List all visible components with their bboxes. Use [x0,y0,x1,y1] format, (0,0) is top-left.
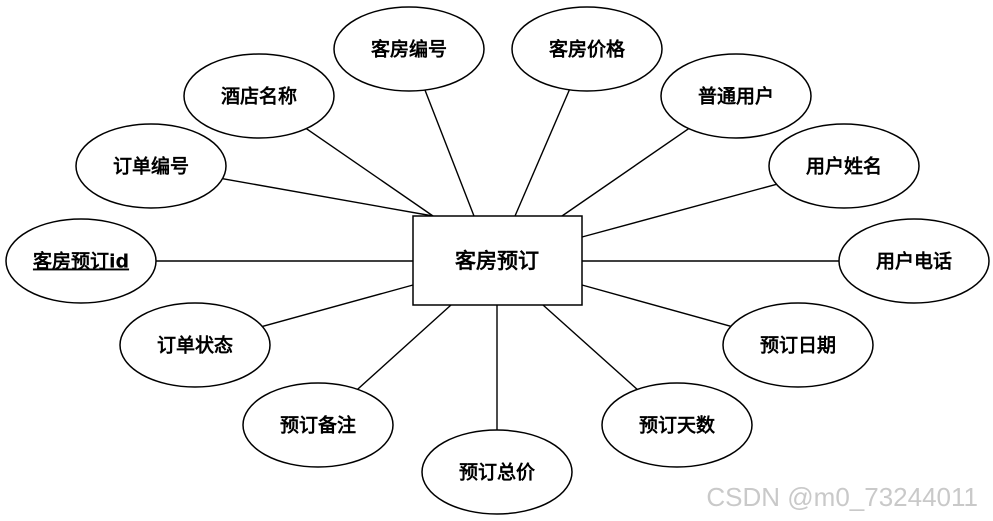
attribute-ellipse [421,429,573,515]
attribute-label: 预订天数 [639,414,716,437]
attribute-ellipse [119,302,271,388]
attribute-label: 客房预订id [33,250,129,273]
attribute-ellipse [660,53,812,139]
attribute-room_no: 客房编号 [333,6,485,92]
attribute-user_name: 用户姓名 [768,123,920,209]
attribute-ellipse [768,123,920,209]
attribute-ellipse [601,382,753,468]
attribute-ellipse [75,123,227,209]
attribute-normal_user: 普通用户 [660,53,812,139]
attribute-label: 用户姓名 [806,155,882,178]
attribute-order_status: 订单状态 [119,302,271,388]
attribute-ellipse [5,218,157,304]
attribute-ellipse [242,382,394,468]
attribute-remark: 预订备注 [242,382,394,468]
attribute-label: 订单状态 [157,334,233,357]
attribute-label: 预订总价 [459,461,536,484]
attribute-room_price: 客房价格 [511,6,663,92]
entity-box [412,215,583,306]
watermark: CSDN @m0_73244011 [706,482,978,512]
attribute-hotel_name: 酒店名称 [183,53,335,139]
attribute-label: 预订备注 [280,414,356,437]
attribute-ellipse [333,6,485,92]
attribute-label: 订单编号 [113,155,189,178]
attribute-user_phone: 用户电话 [838,218,990,304]
attribute-label: 用户电话 [876,250,952,273]
attribute-label: 酒店名称 [221,85,297,108]
attribute-ellipse [722,302,874,388]
attribute-label: 预订日期 [760,335,836,357]
attribute-booking_id: 客房预订id [5,218,157,304]
attribute-booking_date: 预订日期 [722,302,874,388]
attribute-booking_days: 预订天数 [601,382,753,468]
attribute-label: 普通用户 [698,85,774,108]
attribute-ellipse [183,53,335,139]
attribute-ellipse [511,6,663,92]
attribute-order_no: 订单编号 [75,123,227,209]
entity-booking: 客房预订 [412,215,583,306]
attribute-total_price: 预订总价 [421,429,573,515]
attribute-ellipse [838,218,990,304]
attribute-label: 客房价格 [549,38,626,61]
attribute-label: 客房编号 [371,38,447,61]
entity-label: 客房预订 [455,249,539,273]
